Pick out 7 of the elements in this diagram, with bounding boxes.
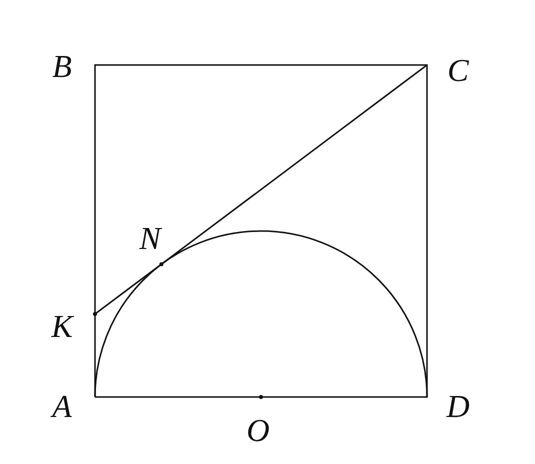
point-label: B bbox=[52, 50, 72, 82]
point-label: K bbox=[51, 310, 73, 342]
point-label: N bbox=[139, 222, 161, 254]
point-label: D bbox=[446, 390, 470, 422]
point-label: A bbox=[52, 390, 72, 422]
point-label: O bbox=[246, 414, 270, 446]
point-label: C bbox=[447, 54, 469, 86]
